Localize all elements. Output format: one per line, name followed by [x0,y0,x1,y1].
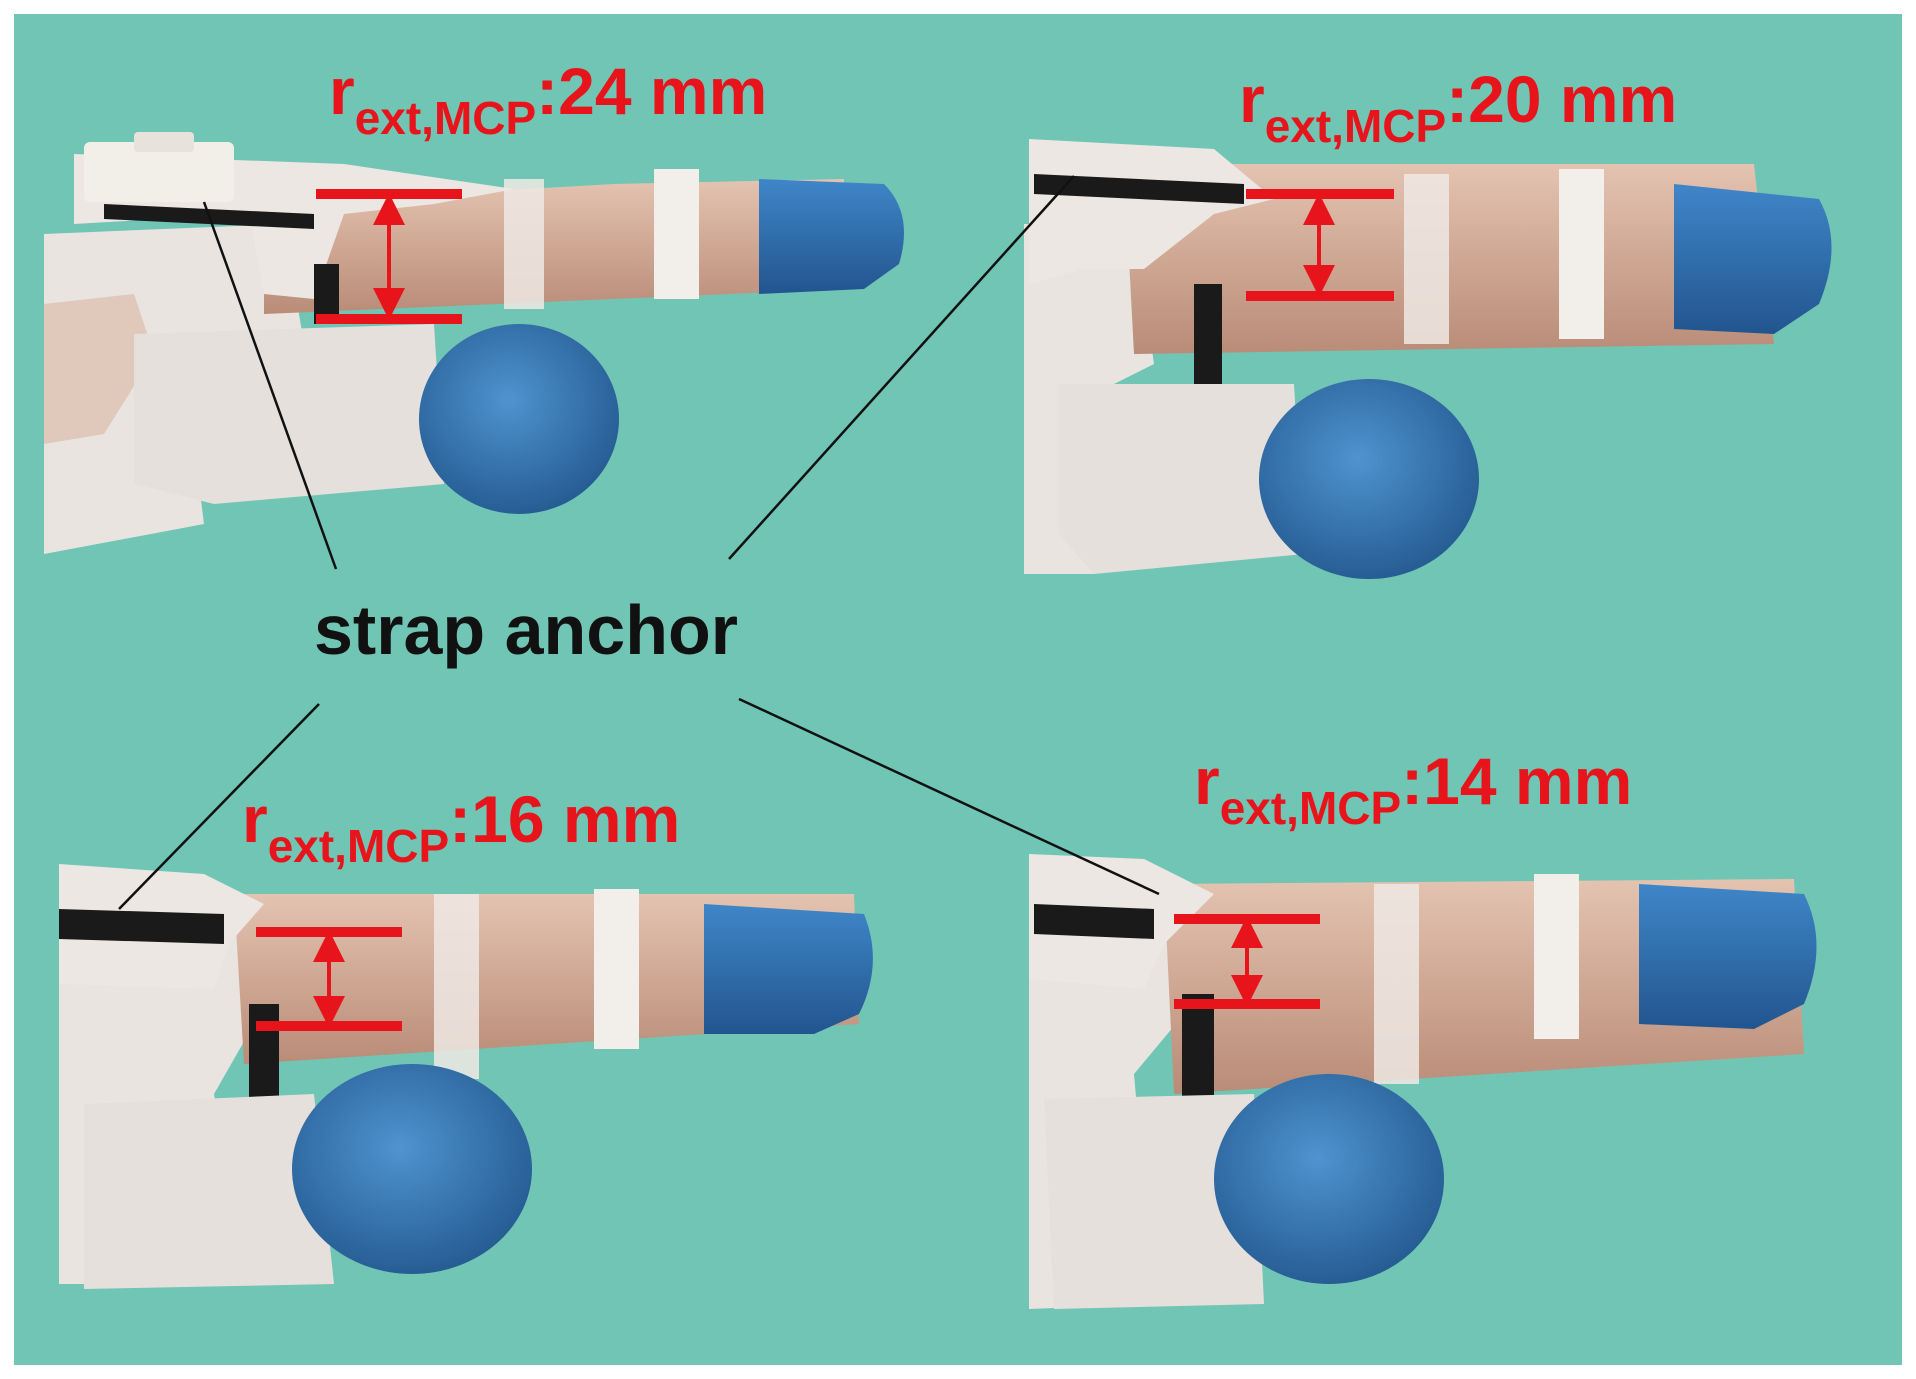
panel-label-top-right: rext,MCP:20 mm [1239,62,1677,152]
finger-exoskeleton-photo [59,864,873,1289]
radius-measurement-arrow [1246,189,1394,301]
strap-anchor-caption: strap anchor [314,591,738,669]
panel-top-right: rext,MCP:20 mm [1024,62,1832,579]
leader-line-top-left [202,201,338,570]
label-base: r [1239,62,1265,136]
leader-line-top-right [728,175,1075,560]
radius-measurement-arrow [256,927,402,1031]
label-value: :24 mm [536,54,767,128]
label-base: r [1194,744,1220,818]
label-base: r [242,782,268,856]
panel-bottom-left: rext,MCP:16 mm [59,782,873,1289]
panel-bottom-right: rext,MCP:14 mm [1029,744,1817,1309]
panel-top-left: rext,MCP:24 mm [44,54,904,554]
finger-exoskeleton-photo [1029,854,1817,1309]
label-subscript: ext,MCP [355,92,536,144]
label-value: :16 mm [449,782,680,856]
label-subscript: ext,MCP [1220,782,1401,834]
radius-measurement-arrow [1174,914,1320,1009]
panel-label-top-left: rext,MCP:24 mm [329,54,767,144]
finger-exoskeleton-photo [44,132,904,554]
label-subscript: ext,MCP [268,820,449,872]
leader-line-bottom-left [118,703,320,910]
panel-label-bottom-right: rext,MCP:14 mm [1194,744,1632,834]
label-base: r [329,54,355,128]
radius-measurement-arrow [316,189,462,324]
label-value: :20 mm [1446,62,1677,136]
leader-line-bottom-right [738,697,1160,896]
leader-lines [118,175,1160,910]
finger-exoskeleton-photo [1024,139,1832,579]
panel-label-bottom-left: rext,MCP:16 mm [242,782,680,872]
figure-canvas: rext,MCP:24 mm rext,MCP:20 mm [14,14,1902,1365]
label-value: :14 mm [1401,744,1632,818]
label-subscript: ext,MCP [1265,100,1446,152]
